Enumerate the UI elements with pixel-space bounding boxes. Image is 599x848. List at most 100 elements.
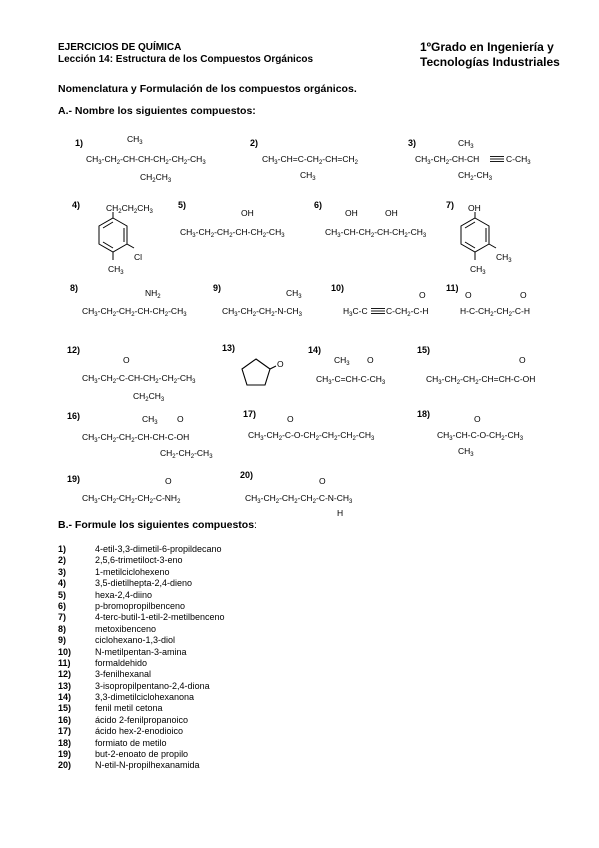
exercise-number: 3) (408, 138, 417, 148)
cyclopentanone-ring-icon (241, 358, 277, 386)
header-title: EJERCICIOS DE QUÍMICA (58, 42, 182, 53)
exercise-number: 13) (222, 343, 236, 353)
formula-3-chain: CH3-CH2-CH-CH (415, 154, 480, 166)
list-item: 10)N-metilpentan-3-amina (58, 646, 187, 657)
formula-18-oxygen: O (474, 414, 481, 424)
list-item: 2)2,5,6-trimetiloct-3-eno (58, 555, 183, 566)
list-item: 19)but-2-enoato de propilo (58, 749, 189, 760)
formula-6-hydroxyl: OH (345, 208, 358, 218)
section-b-heading: B.- Formule los siguientes compuestos: (58, 519, 257, 531)
formula-15-chain: CH3-CH2-CH2-CH=CH-C-OH (426, 374, 536, 386)
formula-1-substituent: CH3 (127, 134, 143, 146)
list-item: 8)metoxibenceno (58, 623, 157, 634)
list-item: 20)N-etil-N-propilhexanamida (58, 760, 200, 771)
formula-10-oxygen: O (419, 290, 426, 300)
list-item: 4)3,5-dietilhepta-2,4-dieno (58, 578, 193, 589)
formula-16-substituent: CH3 (142, 414, 158, 426)
formula-14-substituent: CH3 (334, 355, 350, 367)
formula-4-substituent: CH2CH2CH3 (106, 203, 153, 215)
exercise-number: 20) (240, 470, 254, 480)
formula-7-substituent: CH3 (470, 264, 486, 276)
page-subtitle: Nomenclatura y Formulación de los compue… (58, 83, 357, 95)
formula-10-chain: H3C-C (343, 306, 368, 318)
exercise-number: 5) (178, 200, 187, 210)
formula-19-oxygen: O (165, 476, 172, 486)
formula-19-chain: CH3-CH2-CH2-CH2-C-NH2 (82, 493, 181, 505)
exercise-number: 18) (417, 409, 431, 419)
triple-bond-icon (490, 156, 504, 162)
formula-16-chain: CH3-CH2-CH2-CH-CH-C-OH (82, 432, 190, 444)
formula-14-oxygen: O (367, 355, 374, 365)
exercise-number: 10) (331, 283, 345, 293)
exercise-number: 7) (446, 200, 455, 210)
exercise-number: 14) (308, 345, 322, 355)
formula-11-chain: H-C-CH2-CH2-C-H (460, 306, 530, 318)
list-item: 6)p-bromopropilbenceno (58, 600, 186, 611)
list-item: 15)fenil metil cetona (58, 703, 163, 714)
formula-8-amine: NH2 (145, 288, 161, 300)
exercise-number: 15) (417, 345, 431, 355)
formula-17-chain: CH3-CH2-C-O-CH2-CH2-CH2-CH3 (248, 430, 375, 442)
formula-3-chain-end: C-CH3 (506, 154, 531, 166)
header-right: 1ºGrado en Ingeniería y Tecnologías Indu… (420, 40, 560, 70)
formula-1-chain: CH3-CH2-CH-CH-CH2-CH2-CH3 (86, 154, 206, 166)
header-left: EJERCICIOS DE QUÍMICA Lección 14: Estruc… (58, 42, 313, 66)
exercise-number: 11) (446, 283, 459, 293)
header-lesson: Lección 14: Estructura de los Compuestos… (58, 54, 314, 65)
exercise-number: 17) (243, 409, 257, 419)
formula-7-hydroxyl: OH (468, 203, 481, 213)
formula-7-substituent: CH3 (496, 252, 512, 264)
formula-12-chain: CH3-CH2-C-CH-CH2-CH2-CH3 (82, 373, 196, 385)
formula-5-chain: CH3-CH2-CH2-CH-CH2-CH3 (180, 227, 285, 239)
exercise-number: 4) (72, 200, 81, 210)
formula-18-substituent: CH3 (458, 446, 474, 458)
formula-10-chain-end: C-CH2-C-H (386, 306, 429, 318)
list-item: 13)3-isopropilpentano-2,4-diona (58, 680, 210, 691)
list-item: 17)ácido hex-2-enodioico (58, 726, 184, 737)
formula-15-oxygen: O (519, 355, 526, 365)
exercise-number: 19) (67, 474, 81, 484)
list-item: 12)3-fenilhexanal (58, 669, 152, 680)
formula-11-oxygen: O (520, 290, 527, 300)
formula-20-oxygen: O (319, 476, 326, 486)
formula-17-oxygen: O (287, 414, 294, 424)
formula-9-substituent: CH3 (286, 288, 302, 300)
formula-12-oxygen: O (123, 355, 130, 365)
exercise-number: 6) (314, 200, 323, 210)
formula-20-chain: CH3-CH2-CH2-CH2-C-N-CH3 (245, 493, 353, 505)
formula-9-chain: CH3-CH2-CH2-N-CH3 (222, 306, 302, 318)
list-item: 3)1-metilciclohexeno (58, 566, 170, 577)
exercise-number: 12) (67, 345, 81, 355)
header-degree-1: 1ºGrado en Ingeniería y (420, 40, 554, 54)
formula-18-chain: CH3-CH-C-O-CH2-CH3 (437, 430, 524, 442)
list-item: 11)formaldehido (58, 657, 148, 668)
formula-3-substituent: CH2-CH3 (458, 170, 493, 182)
formula-20-hydrogen: H (337, 508, 344, 518)
benzene-ring-icon (460, 212, 497, 260)
list-item: 18)formiato de metilo (58, 737, 167, 748)
formula-11-oxygen: O (465, 290, 472, 300)
formula-2-chain: CH3-CH=C-CH2-CH=CH2 (262, 154, 358, 166)
compound-list: 1)4-etil-3,3-dimetil-6-propildecano 2)2,… (58, 544, 225, 772)
list-item: 5)hexa-2,4-diino (58, 589, 153, 600)
formula-8-chain: CH3-CH2-CH2-CH-CH2-CH3 (82, 306, 187, 318)
formula-4-chlorine: Cl (134, 252, 143, 262)
exercise-number: 2) (250, 138, 259, 148)
formula-14-chain: CH3-C=CH-C-CH3 (316, 374, 386, 386)
formula-6-hydroxyl: OH (385, 208, 398, 218)
formula-2-substituent: CH3 (300, 170, 316, 182)
formula-16-substituent: CH2-CH2-CH3 (160, 448, 213, 460)
list-item: 16)ácido 2-fenilpropanoico (58, 714, 189, 725)
formula-5-hydroxyl: OH (241, 208, 254, 218)
exercise-number: 8) (70, 283, 79, 293)
exercise-number: 16) (67, 411, 81, 421)
list-item: 9)ciclohexano-1,3-diol (58, 635, 176, 646)
formula-12-substituent: CH2CH3 (133, 391, 165, 403)
formula-16-oxygen: O (177, 414, 184, 424)
formula-4-substituent: CH3 (108, 264, 124, 276)
list-item: 7)4-terc-butil-1-etil-2-metilbenceno (58, 612, 225, 623)
formula-3-substituent: CH3 (458, 138, 474, 150)
benzene-ring-icon (98, 212, 135, 260)
formula-13-oxygen: O (277, 359, 284, 369)
header-degree-2: Tecnologías Industriales (420, 55, 560, 69)
